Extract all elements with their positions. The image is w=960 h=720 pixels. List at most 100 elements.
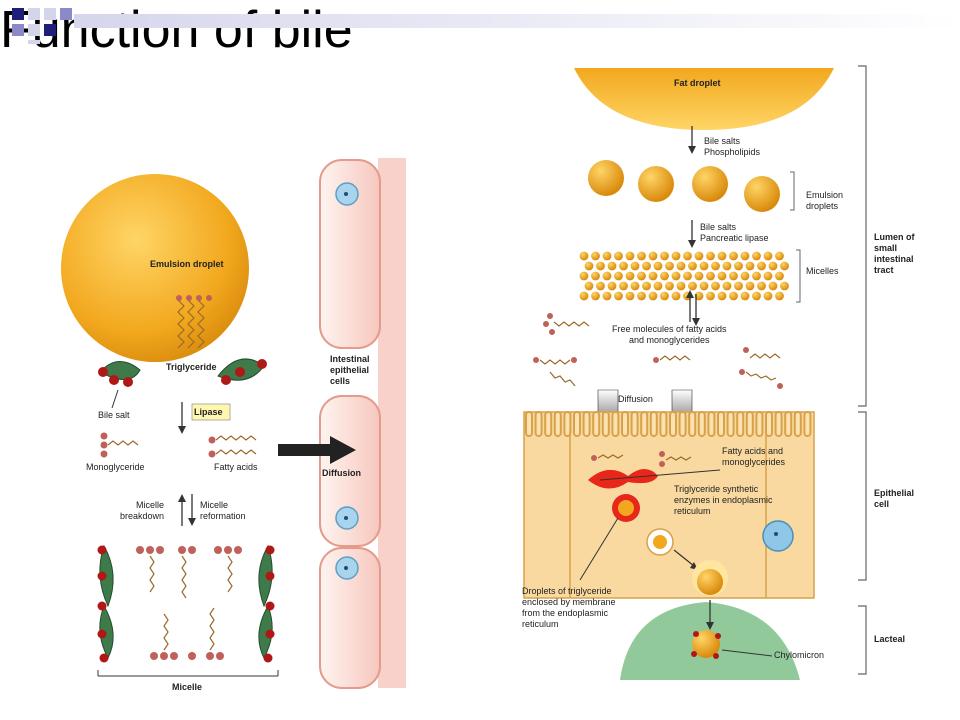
fat-absorption-illustration bbox=[523, 65, 867, 680]
micelle-dot bbox=[642, 281, 651, 291]
micelle-dot bbox=[752, 271, 761, 281]
microvillus bbox=[601, 411, 610, 437]
microvillus bbox=[745, 411, 754, 437]
label-bile-salts-pancreatic-lipase: Bile salts Pancreatic lipase bbox=[700, 222, 769, 243]
microvillus bbox=[803, 411, 812, 437]
micelle-dot bbox=[625, 251, 635, 261]
micelle-dot bbox=[637, 291, 646, 301]
microvillus bbox=[784, 411, 793, 437]
micelle-dot bbox=[752, 251, 761, 261]
label-lumen: Lumen of small intestinal tract bbox=[874, 232, 915, 275]
micelle-dot bbox=[768, 281, 778, 291]
microvillus bbox=[534, 411, 543, 437]
microvillus bbox=[688, 411, 697, 437]
microvillus bbox=[592, 411, 601, 437]
micelle-dot bbox=[711, 281, 720, 291]
microvillus bbox=[659, 411, 668, 437]
micelle-dot bbox=[717, 291, 727, 301]
micelle-dot bbox=[722, 281, 732, 291]
micelle-dot bbox=[614, 251, 623, 261]
label-emulsion-droplets: Emulsion droplets bbox=[806, 190, 844, 211]
micelle-dot bbox=[734, 261, 743, 271]
micelle-dot bbox=[775, 291, 784, 301]
micelle-dot bbox=[602, 291, 612, 301]
fat-absorption-diagram: Fat droplet Bile salts Phospholipids Emu… bbox=[510, 60, 950, 680]
label-chylomicron: Chylomicron bbox=[774, 650, 825, 660]
label-droplets-of-triglyceride: Droplets of triglyceride enclosed by mem… bbox=[522, 586, 616, 629]
micelle-dot bbox=[660, 251, 669, 261]
micelle-dot bbox=[775, 271, 784, 281]
micelle-dot bbox=[584, 261, 594, 271]
micelle-dot bbox=[648, 291, 658, 301]
label-lipase: Lipase bbox=[194, 407, 223, 417]
label-epithelial-cell: Epithelial cell bbox=[874, 488, 915, 509]
label-diffusion-left: Diffusion bbox=[322, 468, 361, 478]
micelle-dot bbox=[642, 261, 651, 271]
label-monoglyceride: Monoglyceride bbox=[86, 462, 145, 472]
micelle-dot bbox=[688, 281, 697, 291]
label-micelle-breakdown: Micelle breakdown bbox=[120, 500, 165, 521]
micelle-dot bbox=[619, 261, 628, 271]
micelle-dot bbox=[596, 261, 605, 271]
micelle-dot bbox=[579, 291, 589, 301]
header-decoration bbox=[12, 8, 960, 44]
bile-emulsion-illustration bbox=[61, 158, 406, 689]
micelle-dot bbox=[676, 261, 686, 271]
label-triglyceride: Triglyceride bbox=[166, 362, 217, 372]
microvillus bbox=[640, 411, 649, 437]
label-lacteal: Lacteal bbox=[874, 634, 906, 644]
microvillus bbox=[678, 411, 687, 437]
micelle-dot bbox=[596, 281, 605, 291]
micelle-dot bbox=[694, 271, 704, 281]
micelle-dot bbox=[699, 261, 709, 271]
micelle-dot bbox=[619, 281, 628, 291]
microvillus bbox=[573, 411, 581, 437]
micelle-dot bbox=[745, 281, 755, 291]
label-fatty-acids-monoglycerides: Fatty acids and monoglycerides bbox=[722, 446, 786, 467]
microvillus bbox=[563, 411, 572, 437]
microvillus bbox=[793, 411, 802, 437]
micelle-dot bbox=[579, 271, 589, 281]
micelle-dot bbox=[780, 261, 789, 271]
micelle-dot bbox=[591, 291, 600, 301]
micelle-dot bbox=[648, 271, 658, 281]
label-fatty-acids: Fatty acids bbox=[214, 462, 258, 472]
micelle-dot bbox=[780, 281, 789, 291]
micelle-dot bbox=[694, 291, 704, 301]
microvillus bbox=[774, 411, 783, 437]
micelle-dot bbox=[752, 291, 761, 301]
micelle-dot bbox=[630, 281, 640, 291]
epithelial-cells bbox=[319, 159, 381, 689]
micelle-dot bbox=[607, 261, 617, 271]
micelle-dot bbox=[757, 261, 766, 271]
label-triglyceride-synthetic: Triglyceride synthetic enzymes in endopl… bbox=[674, 484, 773, 516]
micelle-dot bbox=[683, 271, 692, 281]
micelle-dot bbox=[625, 271, 635, 281]
microvillus bbox=[582, 411, 591, 437]
slide-title: Function of bile bbox=[0, 1, 353, 59]
microvilli bbox=[525, 411, 812, 437]
micelle-dot bbox=[717, 251, 727, 261]
micelle-dots bbox=[579, 251, 789, 301]
micelle-dot bbox=[602, 251, 612, 261]
micelle-dot bbox=[706, 251, 715, 261]
micelle-dot bbox=[694, 251, 704, 261]
micelle-dot bbox=[614, 291, 623, 301]
micelle-dot bbox=[763, 291, 773, 301]
micelle-dot bbox=[671, 251, 681, 261]
microvillus bbox=[707, 411, 716, 437]
label-diffusion-right: Diffusion bbox=[618, 394, 653, 404]
micelle-dot bbox=[653, 261, 663, 271]
microvillus bbox=[544, 411, 553, 437]
micelle-dot bbox=[665, 281, 674, 291]
microvillus bbox=[765, 411, 773, 437]
micelle-dot bbox=[676, 281, 686, 291]
micelle-dot bbox=[688, 261, 697, 271]
micelle-dot bbox=[591, 271, 600, 281]
micelle-dot bbox=[653, 281, 663, 291]
micelle-dot bbox=[706, 291, 715, 301]
microvillus bbox=[553, 411, 562, 437]
micelle-dot bbox=[637, 251, 646, 261]
micelle-dot bbox=[579, 251, 589, 261]
micelle-dot bbox=[706, 271, 715, 281]
